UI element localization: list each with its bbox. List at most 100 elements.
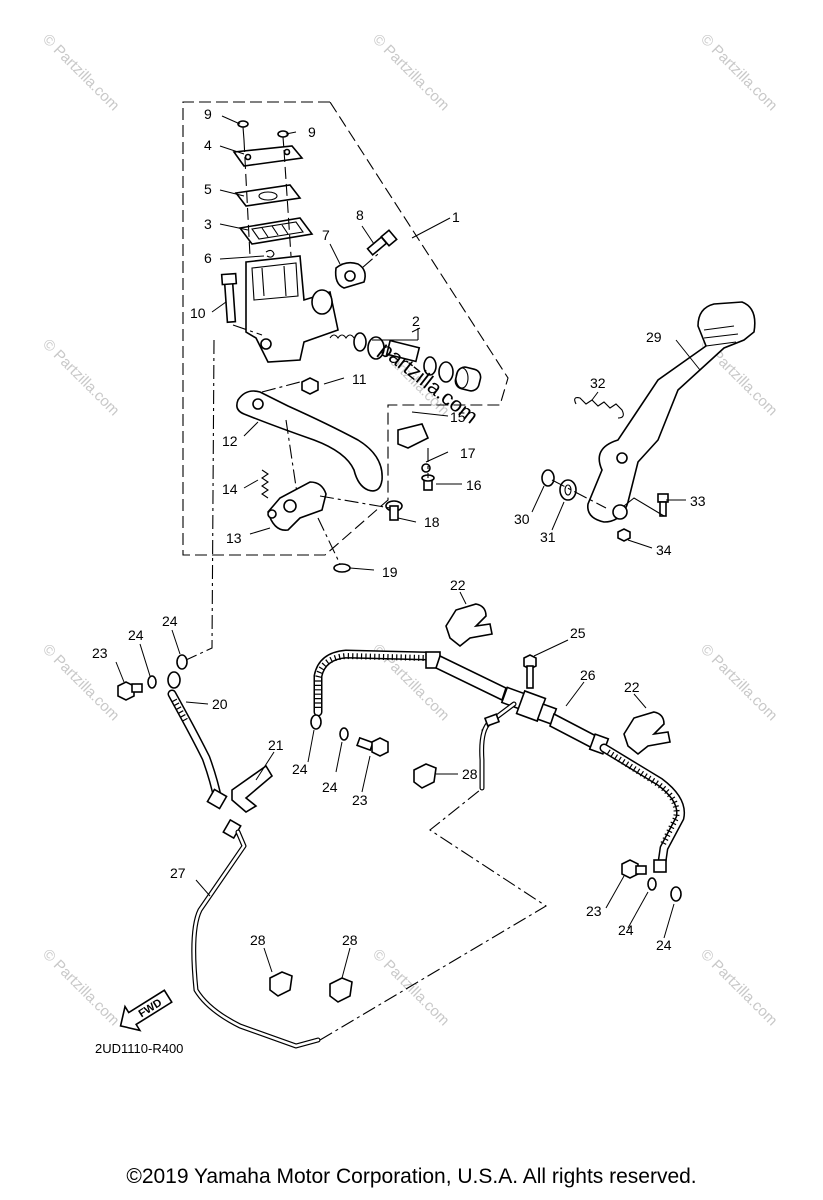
union-bolt-part-23 xyxy=(356,736,389,757)
callout-21: 21 xyxy=(268,737,284,753)
brake-pedal-group xyxy=(541,301,756,542)
washer-part-24 xyxy=(670,886,682,902)
clip-part-6 xyxy=(265,249,275,258)
union-bolt-part-23 xyxy=(117,681,143,701)
callout-13: 13 xyxy=(226,530,242,546)
brake-switch-part-15 xyxy=(397,423,430,449)
callout-24: 24 xyxy=(162,613,178,629)
rear-brake-hose xyxy=(313,649,507,717)
watermark: © Partzilla.com xyxy=(39,946,122,1029)
clip-part-28 xyxy=(329,977,353,1003)
callout-24: 24 xyxy=(128,627,144,643)
brake-pipe-part-27 xyxy=(191,829,321,1049)
brake-hose-part-20 xyxy=(167,671,242,840)
assembly-outline xyxy=(182,101,509,556)
callout-11: 11 xyxy=(352,371,367,387)
copyright-notice: ©2019 Yamaha Motor Corporation, U.S.A. A… xyxy=(126,1165,697,1188)
bolt-part-25 xyxy=(523,654,537,689)
callout-22: 22 xyxy=(624,679,640,695)
callout-32: 32 xyxy=(590,375,606,391)
washer-part-30 xyxy=(541,469,555,487)
union-bolt-part-23 xyxy=(621,859,647,879)
callout-22: 22 xyxy=(450,577,466,593)
callout-23: 23 xyxy=(586,903,602,919)
callout-2: 2 xyxy=(412,313,420,329)
callout-6: 6 xyxy=(204,250,212,266)
washer-part-24 xyxy=(647,877,657,891)
callout-31: 31 xyxy=(540,529,556,545)
clamp-part-21 xyxy=(231,764,274,813)
washer-part-24 xyxy=(176,654,188,670)
watermark: © Partzilla.com xyxy=(369,946,452,1029)
bracket-part-13 xyxy=(267,481,327,531)
callout-24: 24 xyxy=(618,922,634,938)
callout-12: 12 xyxy=(222,433,238,449)
callout-10: 10 xyxy=(190,305,206,321)
callout-29: 29 xyxy=(646,329,662,345)
callout-18: 18 xyxy=(424,514,440,530)
callout-15: 15 xyxy=(450,409,466,425)
master-cylinder-body xyxy=(245,255,339,363)
nut-part-11 xyxy=(301,377,319,395)
diaphragm-part-3 xyxy=(238,217,314,245)
callout-24: 24 xyxy=(322,779,338,795)
pin-part-18 xyxy=(385,500,403,521)
watermark: © Partzilla.com xyxy=(39,336,122,419)
bushing-part-31 xyxy=(559,479,577,501)
diagram-code: 2UD1110-R400 xyxy=(95,1041,184,1056)
callout-27: 27 xyxy=(170,865,186,881)
master-cylinder-group xyxy=(220,120,482,573)
leader-lines xyxy=(115,115,701,979)
right-brake-hose xyxy=(588,733,686,873)
screw-part-9a xyxy=(237,120,249,141)
callout-34: 34 xyxy=(656,542,672,558)
joint-part-26 xyxy=(500,686,601,752)
callout-30: 30 xyxy=(514,511,530,527)
clamp-part-22-right xyxy=(623,711,671,756)
callout-labels: 9 9 4 5 3 6 10 8 7 1 2 11 12 15 17 16 14… xyxy=(92,106,706,953)
watermark-layer: © Partzilla.com © Partzilla.com © Partzi… xyxy=(39,31,780,1029)
callout-16: 16 xyxy=(466,477,482,493)
callout-26: 26 xyxy=(580,667,596,683)
callout-19: 19 xyxy=(382,564,398,580)
callout-24: 24 xyxy=(656,937,672,953)
washer-part-24 xyxy=(310,714,322,730)
spring-part-14 xyxy=(261,469,269,499)
bolt-part-10 xyxy=(220,272,238,324)
cap-plate-part-5 xyxy=(234,184,302,207)
washer-part-24 xyxy=(339,727,349,741)
callout-24: 24 xyxy=(292,761,308,777)
bolt-part-8 xyxy=(366,229,398,256)
watermark: © Partzilla.com xyxy=(39,31,122,114)
washer-part-19 xyxy=(333,563,351,573)
watermark: © Partzilla.com xyxy=(369,31,452,114)
clip-part-28 xyxy=(413,763,437,789)
watermark: © Partzilla.com xyxy=(697,31,780,114)
callout-14: 14 xyxy=(222,481,238,497)
callout-17: 17 xyxy=(460,445,476,461)
callout-5: 5 xyxy=(204,181,212,197)
watermark: © Partzilla.com xyxy=(39,641,122,724)
callout-9: 9 xyxy=(308,124,316,140)
callout-8: 8 xyxy=(356,207,364,223)
joint-pipe xyxy=(479,701,517,791)
brake-lever-part-12 xyxy=(236,390,383,492)
brake-pedal-part-29 xyxy=(587,301,756,523)
connection-line xyxy=(185,339,215,661)
callout-20: 20 xyxy=(212,696,228,712)
callout-4: 4 xyxy=(204,137,212,153)
callout-23: 23 xyxy=(92,645,108,661)
callout-23: 23 xyxy=(352,792,368,808)
fwd-arrow-icon: FWD xyxy=(119,989,173,1032)
callout-7: 7 xyxy=(322,227,330,243)
callout-25: 25 xyxy=(570,625,586,641)
nut-part-34 xyxy=(617,528,631,542)
clip-part-28 xyxy=(269,971,293,997)
callout-3: 3 xyxy=(204,216,212,232)
callout-28: 28 xyxy=(342,932,358,948)
clamp-part-22-top xyxy=(445,603,493,648)
callout-28: 28 xyxy=(462,766,478,782)
callout-28: 28 xyxy=(250,932,266,948)
piston-kit-part-2 xyxy=(329,332,482,392)
